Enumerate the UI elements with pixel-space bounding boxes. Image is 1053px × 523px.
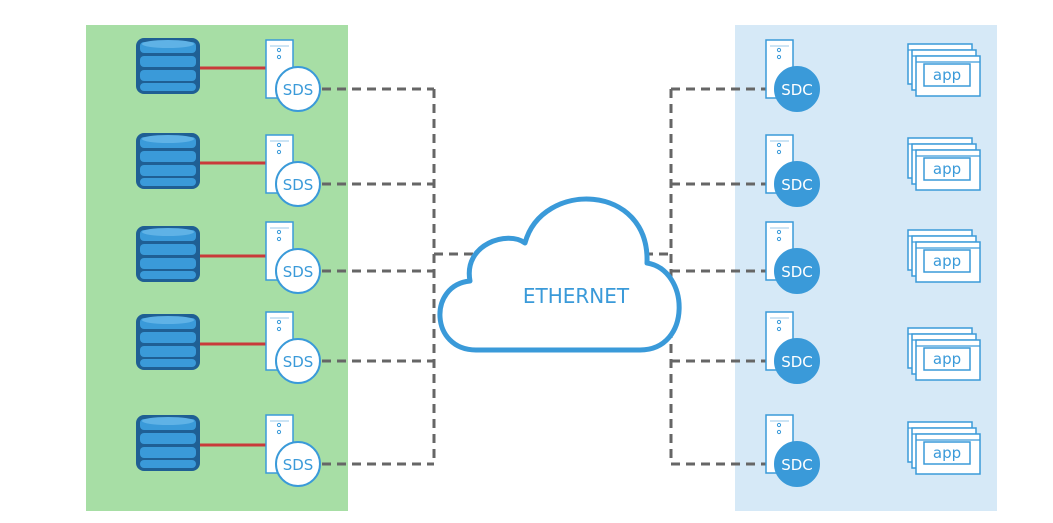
app-label: app <box>933 252 961 270</box>
app-window-icon: app <box>907 421 981 475</box>
app-label: app <box>933 160 961 178</box>
sds-node: SDS <box>275 441 321 487</box>
sds-node: SDS <box>275 66 321 112</box>
sdc-node: SDC <box>774 441 820 487</box>
sds-label: SDS <box>283 263 314 281</box>
sdc-label: SDC <box>781 353 813 371</box>
app-window-icon: app <box>907 43 981 97</box>
sdc-node: SDC <box>774 248 820 294</box>
database-icon <box>136 415 200 471</box>
sds-node: SDS <box>275 161 321 207</box>
cloud-icon: ETHERNET <box>437 196 682 353</box>
sdc-label: SDC <box>781 81 813 99</box>
sdc-node: SDC <box>774 161 820 207</box>
app-label: app <box>933 350 961 368</box>
sds-node: SDS <box>275 248 321 294</box>
app-label: app <box>933 66 961 84</box>
database-icon <box>136 133 200 189</box>
sds-label: SDS <box>283 81 314 99</box>
sdc-label: SDC <box>781 456 813 474</box>
database-icon <box>136 38 200 94</box>
app-label: app <box>933 444 961 462</box>
app-window-icon: app <box>907 137 981 191</box>
sdc-node: SDC <box>774 338 820 384</box>
sds-node: SDS <box>275 338 321 384</box>
sdc-label: SDC <box>781 176 813 194</box>
cloud-label: ETHERNET <box>523 284 630 308</box>
app-window-icon: app <box>907 229 981 283</box>
database-icon <box>136 314 200 370</box>
sdc-node: SDC <box>774 66 820 112</box>
sds-label: SDS <box>283 353 314 371</box>
app-window-icon: app <box>907 327 981 381</box>
sdc-label: SDC <box>781 263 813 281</box>
database-icon <box>136 226 200 282</box>
sds-label: SDS <box>283 176 314 194</box>
network-links <box>322 87 775 466</box>
sds-label: SDS <box>283 456 314 474</box>
